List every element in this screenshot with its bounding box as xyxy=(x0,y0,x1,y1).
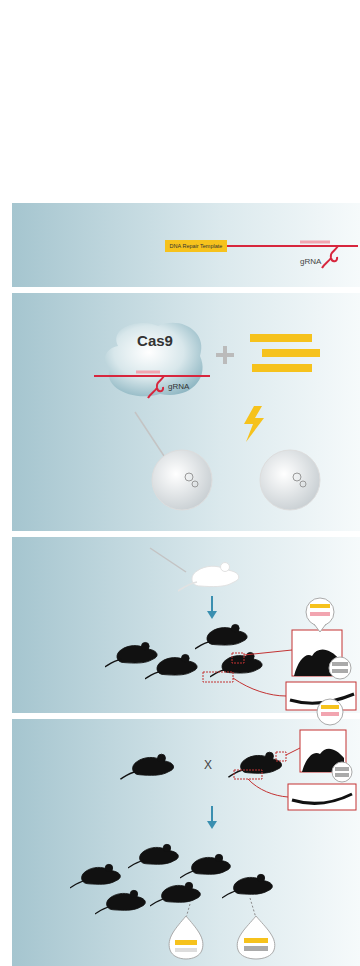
offspring-mouse xyxy=(95,890,145,914)
leader-line xyxy=(250,898,256,918)
cas9-protein: Cas9 gRNA xyxy=(98,316,212,402)
plus-sign xyxy=(216,353,234,357)
genotype-balloon xyxy=(332,762,352,782)
electroporation-bolt xyxy=(244,406,264,442)
grna-loop xyxy=(322,246,338,268)
flow-arrowhead xyxy=(207,611,217,619)
grna-loop xyxy=(148,376,164,398)
founder-mouse xyxy=(210,652,262,676)
node-label: gRNA xyxy=(168,382,208,392)
sample-region xyxy=(276,752,286,761)
node-title: Cas9 xyxy=(98,332,212,350)
leader-line xyxy=(248,779,288,797)
cas9-blob xyxy=(98,316,212,402)
embryo-cell xyxy=(152,450,212,510)
grna-strand xyxy=(94,375,210,377)
allele-bar xyxy=(175,948,197,952)
founder-mouse xyxy=(228,752,281,777)
allele-bar xyxy=(321,712,339,716)
offspring-mouse xyxy=(180,854,230,878)
edited-allele xyxy=(175,940,197,945)
pronucleus xyxy=(300,481,306,487)
wildtype-allele xyxy=(332,669,348,673)
sample-region xyxy=(203,672,233,682)
cross-symbol: X xyxy=(204,758,212,772)
leader-line xyxy=(244,650,292,655)
panel-band xyxy=(12,293,360,531)
wildtype-allele xyxy=(335,767,349,771)
leader-line xyxy=(233,678,286,696)
flow-arrow xyxy=(211,596,213,612)
pronucleus xyxy=(293,473,301,481)
surrogate-mouse xyxy=(178,563,239,592)
embryo-cell xyxy=(260,450,320,510)
panel-band xyxy=(12,537,360,713)
flow-arrow xyxy=(211,806,213,822)
injection-needle xyxy=(150,548,186,572)
allele-bar xyxy=(310,612,330,616)
edited-allele xyxy=(321,705,339,709)
genotype-drop xyxy=(237,916,275,959)
panel-band xyxy=(12,719,360,966)
zoom-box xyxy=(288,784,356,810)
wildtype-allele xyxy=(335,773,349,777)
panel-band xyxy=(12,203,360,287)
dna-template-bar xyxy=(250,334,312,342)
grna-label: gRNA xyxy=(300,257,321,266)
offspring-mouse xyxy=(128,844,178,868)
founder-mouse xyxy=(195,624,247,648)
node-title: DNA Repair Template xyxy=(165,240,227,252)
founder-mouse xyxy=(105,642,157,666)
offspring-mouse xyxy=(150,882,200,906)
genotype-balloon xyxy=(329,657,351,679)
founder-mouse xyxy=(120,754,173,779)
genotype-balloon xyxy=(314,624,326,632)
genotype-balloon xyxy=(317,699,343,725)
edited-allele xyxy=(310,604,330,608)
injection-needle xyxy=(135,412,168,462)
leader-line xyxy=(186,904,190,918)
flow-arrowhead xyxy=(207,821,217,829)
leader-line xyxy=(286,748,300,755)
edited-allele xyxy=(244,938,268,943)
pronucleus xyxy=(192,481,198,487)
genotype-balloon xyxy=(306,598,334,626)
sample-region xyxy=(232,653,244,663)
genotype-drop xyxy=(169,916,203,959)
tail-sample xyxy=(292,794,352,803)
grna-spacer xyxy=(136,371,160,374)
wildtype-allele xyxy=(332,662,348,666)
wildtype-allele xyxy=(244,946,268,951)
offspring-mouse xyxy=(222,874,272,898)
dna-template-bar xyxy=(252,364,312,372)
grna-spacer xyxy=(300,241,330,244)
pronucleus xyxy=(185,473,193,481)
sample-region xyxy=(234,770,262,779)
founder-mouse xyxy=(145,654,197,678)
offspring-mouse xyxy=(70,864,120,888)
zoom-box xyxy=(286,682,356,710)
template-box: DNA Repair Template xyxy=(165,240,227,252)
dna-template-bar xyxy=(262,349,320,357)
